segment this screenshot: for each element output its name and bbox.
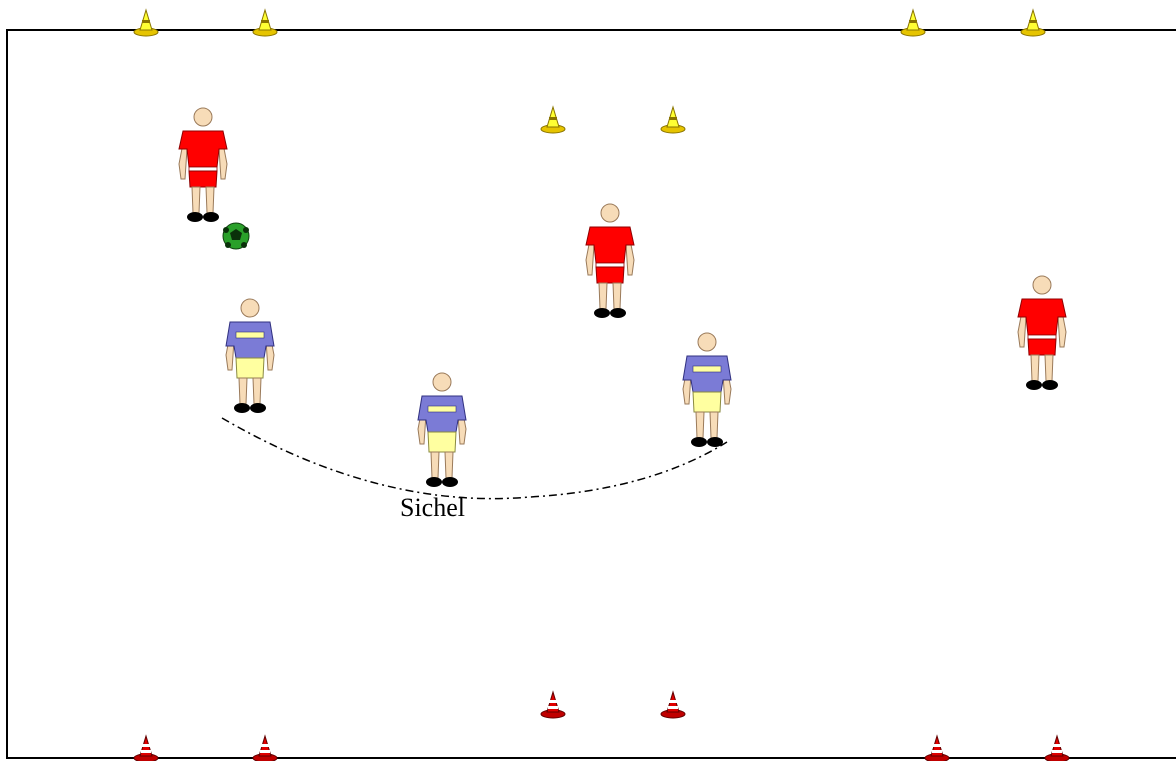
- cone-red-icon: [660, 691, 686, 719]
- cone-red-icon: [133, 735, 159, 761]
- player-red-icon: [1017, 275, 1067, 391]
- sichel-line: [221, 417, 728, 500]
- soccer-ball-icon: [222, 222, 250, 250]
- cone-yellow-icon: [540, 106, 566, 134]
- player-red-icon: [585, 203, 635, 319]
- cone-yellow-icon: [900, 9, 926, 37]
- player-blue-icon: [225, 298, 275, 414]
- sichel-label: Sichel: [400, 493, 465, 522]
- cone-red-icon: [924, 735, 950, 761]
- cone-yellow-icon: [660, 106, 686, 134]
- cone-yellow-icon: [133, 9, 159, 37]
- cone-yellow-icon: [252, 9, 278, 37]
- player-blue-icon: [417, 372, 467, 488]
- cone-red-icon: [1044, 735, 1070, 761]
- player-red-icon: [178, 107, 228, 223]
- field-boundary: [6, 29, 1176, 759]
- cone-red-icon: [540, 691, 566, 719]
- cone-yellow-icon: [1020, 9, 1046, 37]
- cone-red-icon: [252, 735, 278, 761]
- player-blue-icon: [682, 332, 732, 448]
